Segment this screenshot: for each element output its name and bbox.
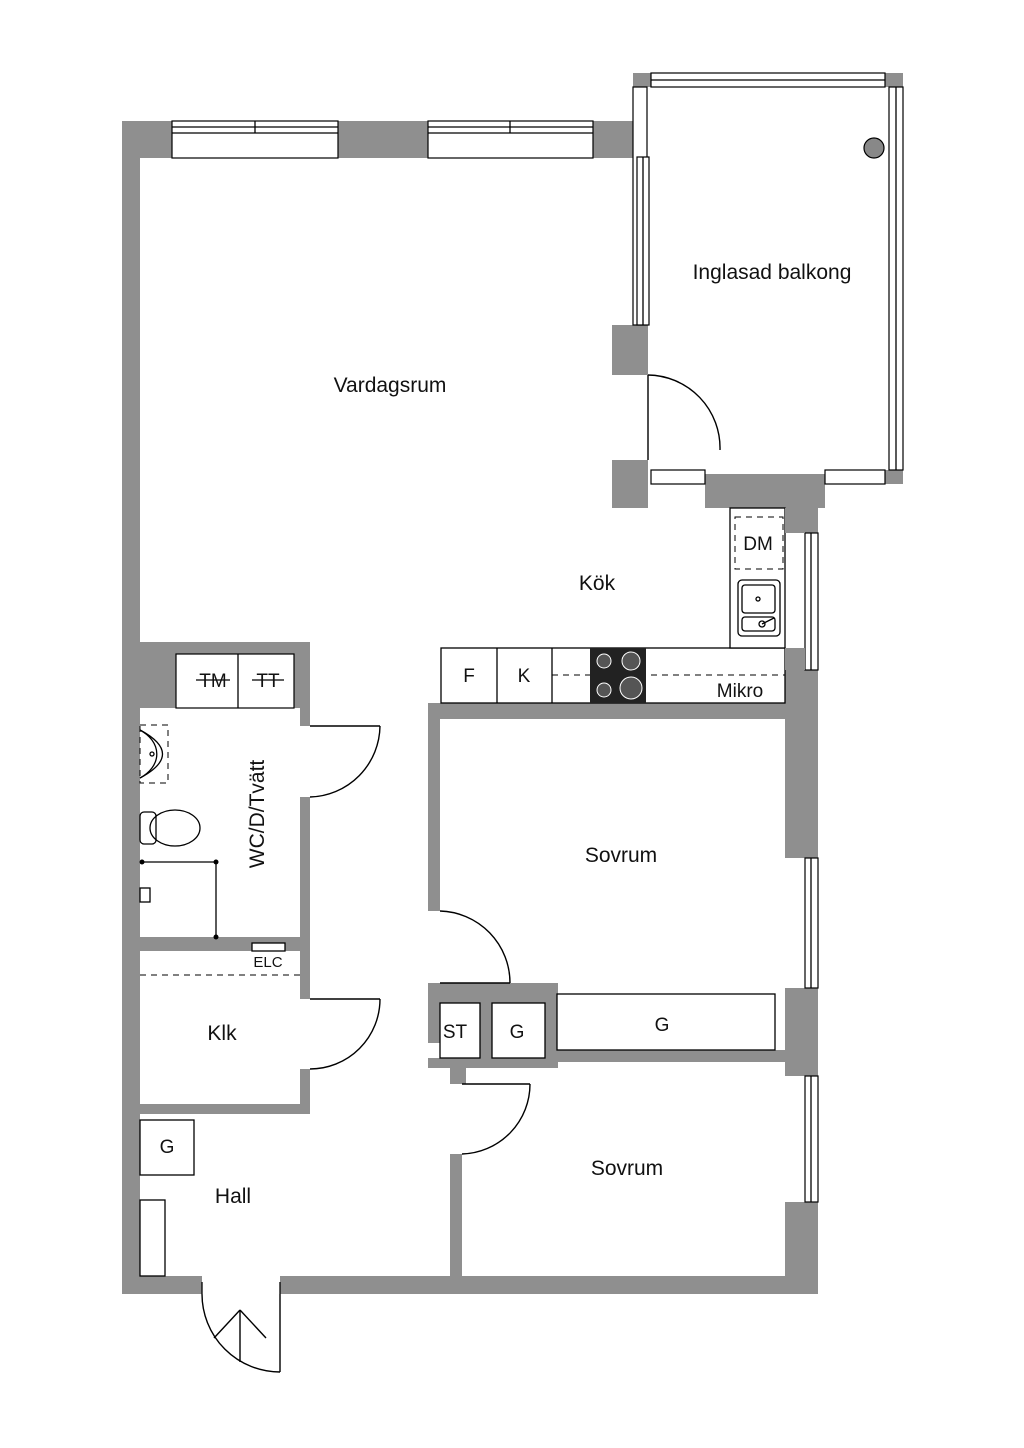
label-microwave: Mikro (717, 681, 763, 702)
label-freezer: K (518, 666, 531, 687)
label-wardrobe-hall: G (160, 1137, 175, 1158)
label-sovrum-2: Sovrum (591, 1157, 663, 1180)
label-kok: Kök (579, 572, 616, 595)
label-sovrum-1: Sovrum (585, 844, 657, 867)
label-wardrobe-small: G (510, 1022, 525, 1043)
drain-icon (863, 137, 885, 159)
entrance-arrow-icon (213, 1309, 267, 1362)
label-vardagsrum: Vardagsrum (334, 374, 447, 397)
bathroom-fixtures (139, 654, 284, 940)
outer-walls (122, 73, 903, 1294)
label-washer: TM (199, 671, 226, 692)
doors (201, 374, 721, 1373)
label-hall: Hall (215, 1185, 251, 1208)
interior-walls (140, 642, 785, 1276)
wardrobes (139, 993, 776, 1277)
label-storage: ST (443, 1022, 468, 1043)
label-wc: WC/D/Tvätt (246, 760, 269, 869)
kitchen-fixtures (440, 507, 805, 704)
label-electrical: ELC (253, 954, 282, 971)
label-wardrobe-large: G (655, 1015, 670, 1036)
windows (171, 72, 904, 1203)
label-klk: Klk (207, 1022, 237, 1045)
label-fridge: F (463, 666, 475, 687)
label-balkong: Inglasad balkong (693, 261, 852, 284)
closet-fixtures (140, 942, 300, 976)
label-dryer: TT (256, 671, 280, 692)
label-dishwasher: DM (743, 534, 773, 555)
